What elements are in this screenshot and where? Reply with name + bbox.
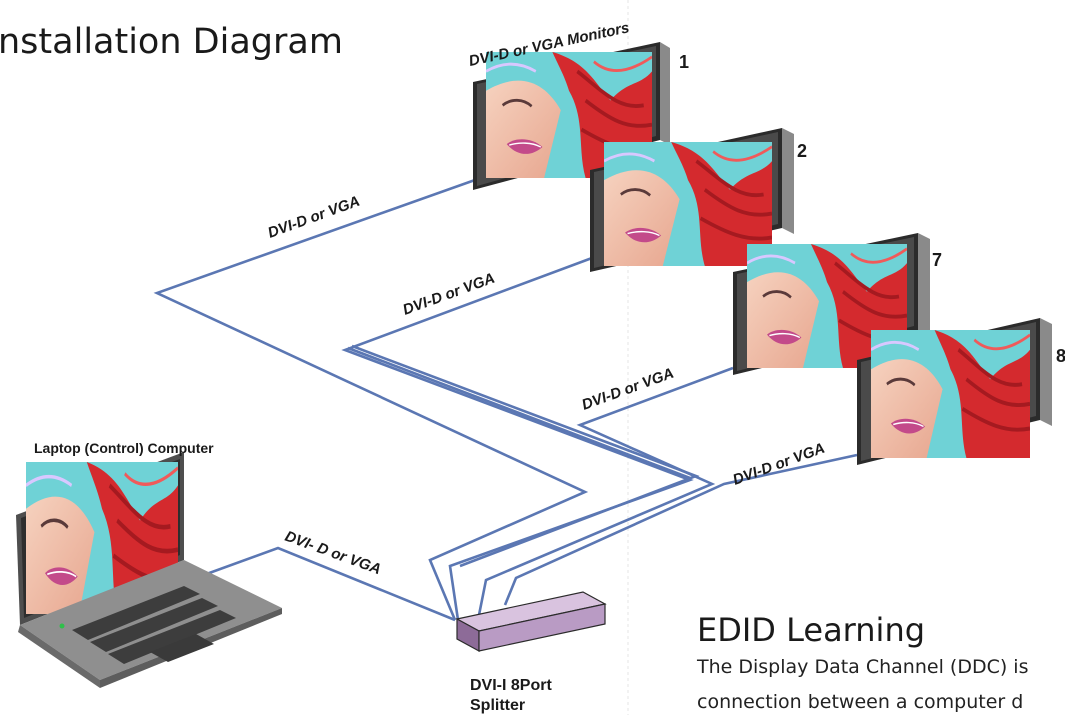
monitor-8 (857, 318, 1052, 465)
splitter (455, 591, 607, 653)
splitter-label-line-2: Splitter (470, 697, 525, 714)
cable-laptop (200, 546, 456, 622)
cable-monitor-7 (476, 366, 734, 621)
edid-line-2: connection between a computer d (697, 691, 1023, 713)
monitor-number-2: 2 (797, 141, 807, 161)
monitor-number-7: 7 (932, 250, 942, 270)
cable-bundle-a (347, 346, 691, 480)
edid-line-1: The Display Data Channel (DDC) is (696, 656, 1028, 678)
cables (153, 178, 858, 622)
cable-bundle-b (351, 344, 700, 568)
cable-monitor-1 (153, 178, 589, 621)
monitor-number-8: 8 (1056, 346, 1065, 366)
monitor-number-1: 1 (679, 52, 689, 72)
cable-monitor-2 (341, 256, 694, 621)
page-title: nstallation Diagram (0, 22, 343, 62)
monitor-2 (590, 128, 794, 272)
monitor-1 (473, 42, 670, 190)
laptop-label: Laptop (Control) Computer (34, 440, 214, 456)
cable-label-monitor-1: DVI-D or VGA (266, 193, 363, 242)
edid-heading: EDID Learning (697, 611, 925, 649)
splitter-label-line-1: DVI-I 8Port (470, 677, 552, 694)
laptop (16, 452, 282, 688)
cable-monitor-8 (503, 453, 858, 606)
